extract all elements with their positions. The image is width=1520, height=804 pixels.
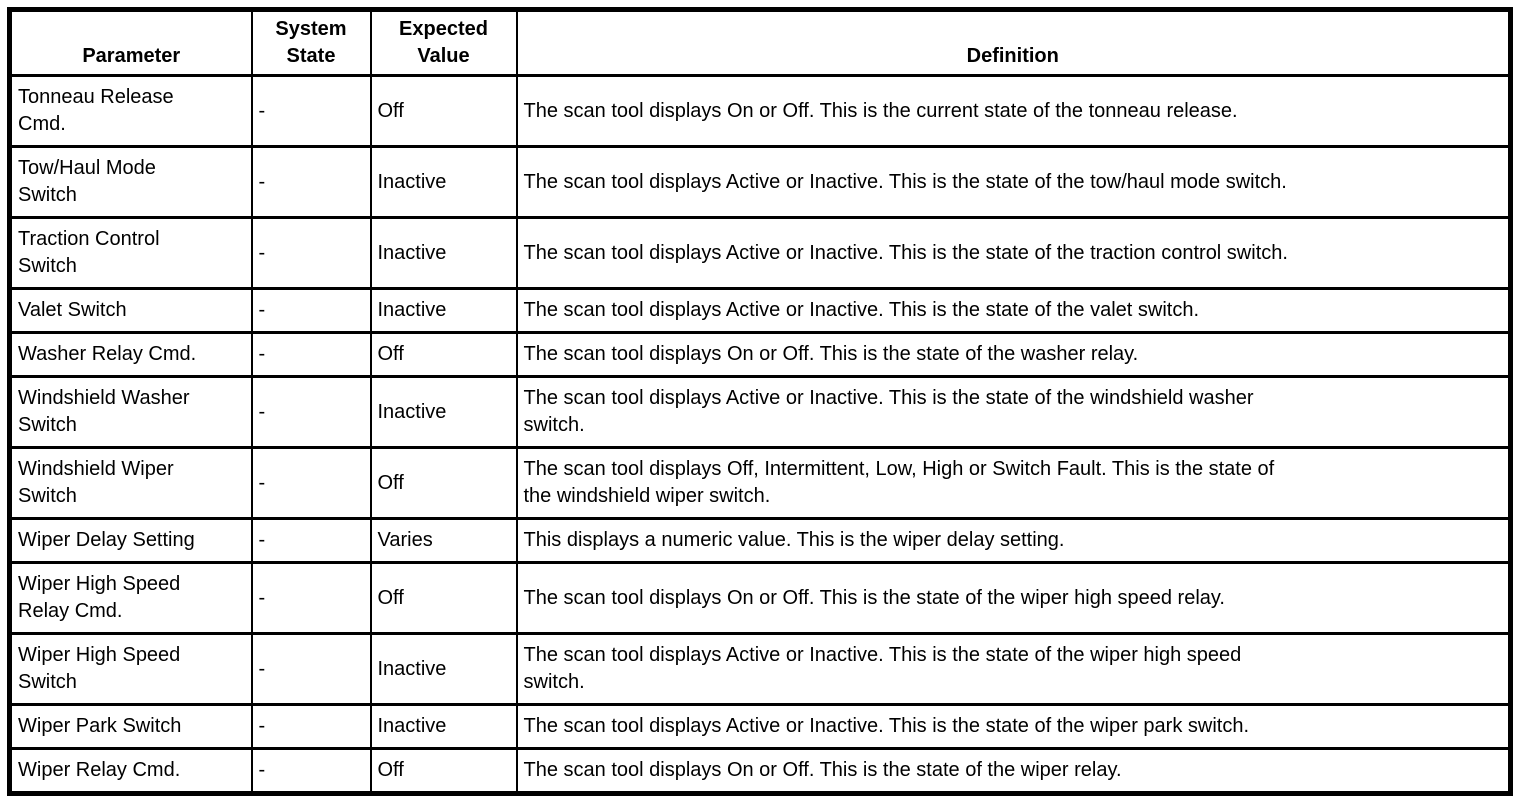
expected-value-cell: Off [369, 331, 518, 378]
expected-value-cell: Inactive [369, 375, 518, 449]
parameter-cell: Wiper High Speed Switch [8, 632, 253, 706]
table-row: Windshield Washer Switch - Inactive The … [8, 375, 1512, 449]
system-state-cell: - [250, 216, 372, 290]
expected-value-cell: Varies [369, 517, 518, 564]
parameter-cell: Tow/Haul Mode Switch [8, 145, 253, 219]
table-row: Traction Control Switch - Inactive The s… [8, 216, 1512, 290]
expected-value-cell: Off [369, 74, 518, 148]
definition-cell: The scan tool displays On or Off. This i… [515, 331, 1512, 378]
parameter-cell: Wiper Relay Cmd. [8, 747, 253, 795]
expected-value-cell: Off [369, 561, 518, 635]
table-row: Wiper High Speed Relay Cmd. - Off The sc… [8, 561, 1512, 635]
definition-cell: This displays a numeric value. This is t… [515, 517, 1512, 564]
table-row: Wiper Relay Cmd. - Off The scan tool dis… [8, 747, 1512, 795]
definition-cell: The scan tool displays On or Off. This i… [515, 561, 1512, 635]
table-row: Wiper Park Switch - Inactive The scan to… [8, 703, 1512, 750]
parameter-cell: Valet Switch [8, 287, 253, 334]
system-state-cell: - [250, 632, 372, 706]
system-state-cell: - [250, 517, 372, 564]
expected-value-cell: Inactive [369, 287, 518, 334]
system-state-cell: - [250, 747, 372, 795]
definition-cell: The scan tool displays On or Off. This i… [515, 74, 1512, 148]
system-state-cell: - [250, 446, 372, 520]
parameter-cell: Traction Control Switch [8, 216, 253, 290]
expected-value-cell: Inactive [369, 145, 518, 219]
parameter-cell: Windshield Washer Switch [8, 375, 253, 449]
table-row: Valet Switch - Inactive The scan tool di… [8, 287, 1512, 334]
definition-cell: The scan tool displays Off, Intermittent… [515, 446, 1512, 520]
table-row: Windshield Wiper Switch - Off The scan t… [8, 446, 1512, 520]
header-row: Parameter System State Expected Value De… [8, 8, 1512, 77]
system-state-cell: - [250, 561, 372, 635]
column-header-expected-value: Expected Value [369, 8, 518, 77]
parameter-cell: Wiper Park Switch [8, 703, 253, 750]
definition-cell: The scan tool displays Active or Inactiv… [515, 703, 1512, 750]
parameter-cell: Windshield Wiper Switch [8, 446, 253, 520]
expected-value-cell: Inactive [369, 703, 518, 750]
expected-value-cell: Off [369, 446, 518, 520]
parameter-cell: Wiper Delay Setting [8, 517, 253, 564]
expected-value-cell: Inactive [369, 216, 518, 290]
system-state-cell: - [250, 74, 372, 148]
system-state-cell: - [250, 703, 372, 750]
table-body: Tonneau Release Cmd. - Off The scan tool… [8, 74, 1512, 795]
column-header-parameter: Parameter [8, 8, 253, 77]
definition-cell: The scan tool displays Active or Inactiv… [515, 145, 1512, 219]
system-state-cell: - [250, 375, 372, 449]
table-row: Tow/Haul Mode Switch - Inactive The scan… [8, 145, 1512, 219]
column-header-definition: Definition [515, 8, 1512, 77]
expected-value-cell: Inactive [369, 632, 518, 706]
definition-cell: The scan tool displays Active or Inactiv… [515, 632, 1512, 706]
parameter-cell: Tonneau Release Cmd. [8, 74, 253, 148]
table-row: Washer Relay Cmd. - Off The scan tool di… [8, 331, 1512, 378]
expected-value-cell: Off [369, 747, 518, 795]
scan-tool-data-table: Parameter System State Expected Value De… [7, 7, 1513, 796]
column-header-system-state: System State [250, 8, 372, 77]
system-state-cell: - [250, 145, 372, 219]
table-row: Wiper Delay Setting - Varies This displa… [8, 517, 1512, 564]
table-row: Wiper High Speed Switch - Inactive The s… [8, 632, 1512, 706]
parameter-cell: Wiper High Speed Relay Cmd. [8, 561, 253, 635]
definition-cell: The scan tool displays Active or Inactiv… [515, 287, 1512, 334]
table-row: Tonneau Release Cmd. - Off The scan tool… [8, 74, 1512, 148]
system-state-cell: - [250, 287, 372, 334]
definition-cell: The scan tool displays On or Off. This i… [515, 747, 1512, 795]
definition-cell: The scan tool displays Active or Inactiv… [515, 216, 1512, 290]
system-state-cell: - [250, 331, 372, 378]
definition-cell: The scan tool displays Active or Inactiv… [515, 375, 1512, 449]
parameter-cell: Washer Relay Cmd. [8, 331, 253, 378]
